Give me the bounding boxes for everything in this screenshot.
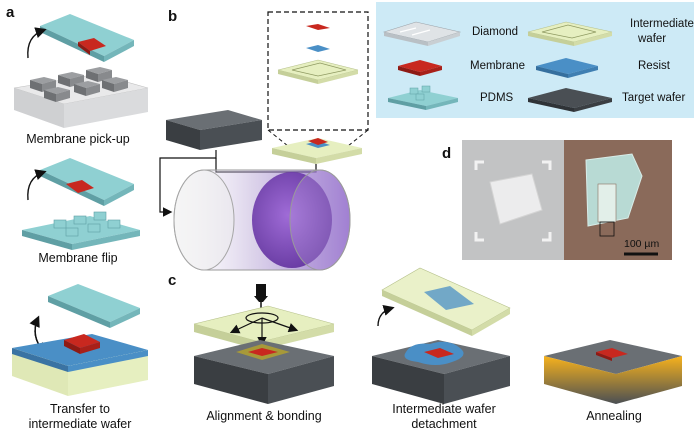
legend-membrane-label: Membrane [470,60,525,72]
legend-diamond-label: Diamond [472,26,519,38]
legend-resist-label: Resist [638,60,670,72]
panel-label-d: d [442,145,452,162]
caption-transfer-1: Transfer to [50,402,110,416]
panel-label-c: c [168,272,177,289]
caption-detach-2: detachment [411,417,477,431]
annealing-setup [544,340,682,404]
connector-left [159,150,217,217]
legend-intermediate-label-2: wafer [638,33,667,45]
inset-frame [267,11,369,131]
inset-layers [277,24,359,84]
pickup-stamp [13,14,149,128]
legend-pdms-label: PDMS [480,92,514,104]
legend-target-label: Target wafer [622,92,686,104]
caption-detach-1: Intermediate wafer [392,402,496,416]
flip-stamp [22,158,140,250]
bonding-cylinder [173,169,351,271]
legend-intermediate-label-1: Intermediate [630,18,694,30]
detachment-setup [372,267,511,404]
panel-label-a: a [6,4,15,21]
caption-alignment: Alignment & bonding [206,409,322,423]
mini-intermediate-wafer [272,138,362,164]
alignment-setup [193,284,335,404]
caption-flip: Membrane flip [38,251,118,265]
materials-legend: Diamond Intermediate wafer Membrane Resi… [376,2,694,118]
caption-annealing: Annealing [586,409,642,423]
caption-transfer-2: intermediate wafer [28,417,132,431]
micrograph-pair: 100 µm [462,140,672,260]
caption-pickup: Membrane pick-up [26,132,130,146]
panel-label-b: b [168,8,178,25]
transfer-stack [12,284,148,396]
target-wafer-block [166,110,262,150]
scale-bar-label: 100 µm [624,238,660,250]
